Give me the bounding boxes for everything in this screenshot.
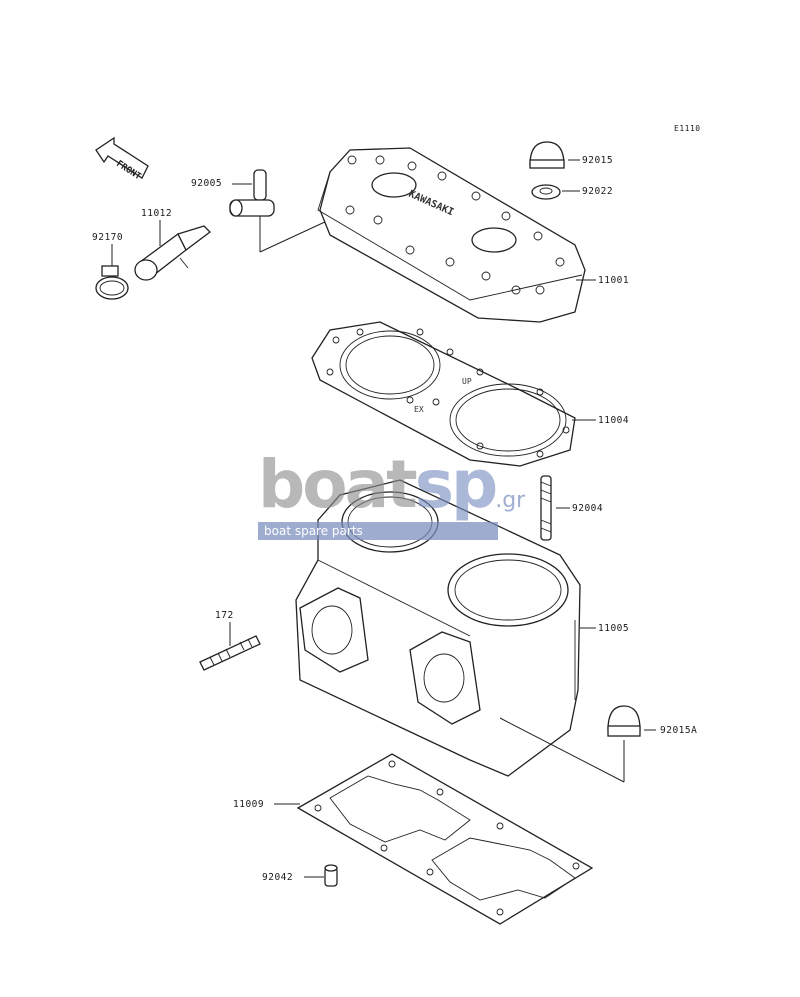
leader-lines <box>111 159 656 878</box>
part-label-92015: 92015 <box>582 155 614 166</box>
dowel-92042 <box>324 864 338 887</box>
diagram-code: E1110 <box>674 124 701 133</box>
part-label-11009: 11009 <box>233 799 265 810</box>
front-arrow-icon: FRONT <box>95 136 149 183</box>
watermark-suffix: .gr <box>495 488 526 513</box>
part-label-92005: 92005 <box>191 178 223 189</box>
part-label-92004: 92004 <box>572 503 604 514</box>
part-label-92022: 92022 <box>582 186 614 197</box>
part-label-92015A: 92015A <box>660 725 698 736</box>
cap-nut-92015 <box>529 141 565 169</box>
part-label-92042: 92042 <box>262 872 294 883</box>
part-label-11005: 11005 <box>598 623 630 634</box>
sensor-11012 <box>134 225 211 281</box>
fitting-92005 <box>229 169 369 253</box>
part-label-172: 172 <box>215 610 234 621</box>
stud-92004 <box>540 475 552 541</box>
stud-172 <box>199 635 261 671</box>
gasket-up-mark: UP <box>462 377 472 386</box>
gasket-ex-mark: EX <box>414 405 424 414</box>
part-label-11004: 11004 <box>598 415 630 426</box>
base-gasket-11009 <box>296 753 594 925</box>
watermark-brand-right: sp <box>414 446 499 523</box>
watermark-tagline: boat spare parts <box>258 522 498 540</box>
part-label-11001: 11001 <box>598 275 630 286</box>
head-gasket-11004: UP EX <box>311 321 576 467</box>
cylinder-head-11001: KAWASAKI <box>317 147 586 323</box>
watermark-brand-left: boat <box>258 446 418 523</box>
part-label-11012: 11012 <box>141 208 173 219</box>
washer-92022 <box>531 184 561 200</box>
watermark: boatsp.gr <box>258 452 525 518</box>
clamp-92170 <box>95 265 129 300</box>
part-label-92170: 92170 <box>92 232 124 243</box>
cap-nut-92015A <box>499 705 641 783</box>
